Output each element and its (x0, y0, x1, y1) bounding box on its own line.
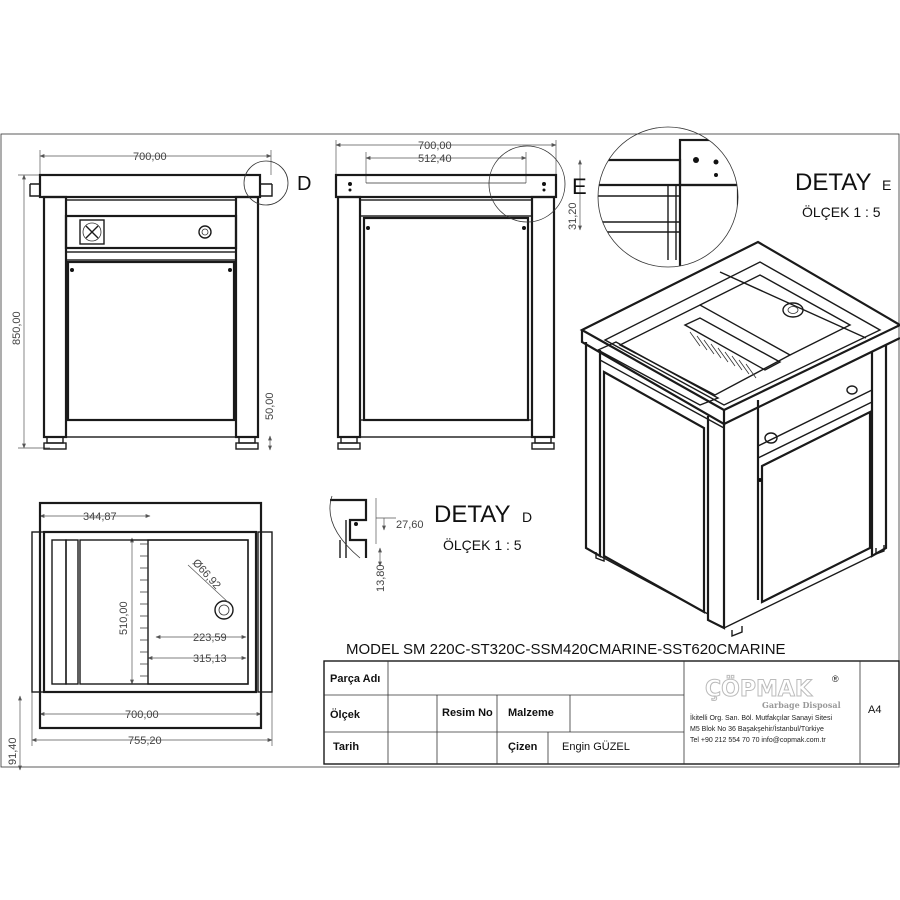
side-inner-dim: 512,40 (418, 153, 452, 165)
detail-e: DETAY E ÖLÇEK 1 : 5 (597, 126, 891, 268)
side-edge-dim: 31,20 (567, 202, 579, 230)
top-view: 344,87 510,00 223,59 315,13 700,00 755,2… (7, 501, 273, 771)
side-view: 700,00 512,40 31,20 E (334, 140, 587, 450)
top-b-dim: 315,13 (193, 653, 227, 665)
front-width-dim: 700,00 (133, 151, 167, 163)
side-width-dim: 700,00 (418, 140, 452, 152)
detay-d-scale: ÖLÇEK 1 : 5 (443, 536, 522, 553)
title-block: Parça Adı Ölçek Resim No Malzeme Tarih Ç… (323, 660, 900, 765)
detail-d-b-dim: 13,80 (375, 564, 387, 592)
callout-d-label: D (297, 173, 311, 195)
detay-e-scale: ÖLÇEK 1 : 5 (802, 203, 881, 220)
top-a-dim: 223,59 (193, 632, 227, 644)
detay-d-letter: D (522, 509, 532, 525)
detail-d-a-dim: 27,60 (396, 519, 424, 531)
address-line-2: M5 Blok No 36 Başakşehir/İstanbul/Türkiy… (690, 724, 824, 733)
logo-subtitle: Garbage Disposal (762, 700, 841, 710)
detay-e-letter: E (882, 177, 891, 193)
top-offset-dim: 344,87 (83, 511, 117, 523)
top-left-dim: 91,40 (7, 737, 19, 765)
sheet-border (0, 133, 900, 768)
front-view: 700,00 850,00 50,00 D (11, 150, 311, 451)
date-label: Tarih (333, 741, 359, 753)
model-name: MODEL SM 220C-ST320C-SSM420CMARINE-SST62… (346, 641, 786, 658)
detay-d-title: DETAY (434, 501, 510, 528)
detail-d: 27,60 13,80 DETAY D ÖLÇEK 1 : 5 (329, 495, 532, 592)
scale-label: Ölçek (330, 708, 361, 721)
top-hole-dim: Ø66,92 (190, 557, 223, 592)
front-height-dim: 850,00 (11, 311, 23, 345)
address-line-3: Tel +90 212 554 70 70 info@copmak.com.tr (690, 737, 826, 744)
logo-registered: ® (832, 674, 839, 684)
address-line-1: İkitelli Org. San. Böl. Mutfakçılar Sana… (690, 713, 832, 722)
detay-e-title: DETAY (795, 169, 871, 196)
top-depth-dim: 510,00 (118, 601, 130, 635)
callout-e-label: E (572, 174, 587, 199)
top-overall-dim: 755,20 (128, 735, 162, 747)
drawn-by: Engin GÜZEL (562, 741, 630, 753)
material-label: Malzeme (508, 707, 554, 719)
drawn-label: Çizen (508, 741, 538, 753)
company-logo: ÇÖPMAK (705, 676, 813, 702)
isometric-view (579, 240, 900, 638)
front-leg-dim: 50,00 (264, 392, 276, 420)
part-name-label: Parça Adı (330, 673, 380, 685)
paper-size: A4 (868, 704, 881, 716)
drawing-no-label: Resim No (442, 707, 493, 719)
top-width-dim: 700,00 (125, 709, 159, 721)
